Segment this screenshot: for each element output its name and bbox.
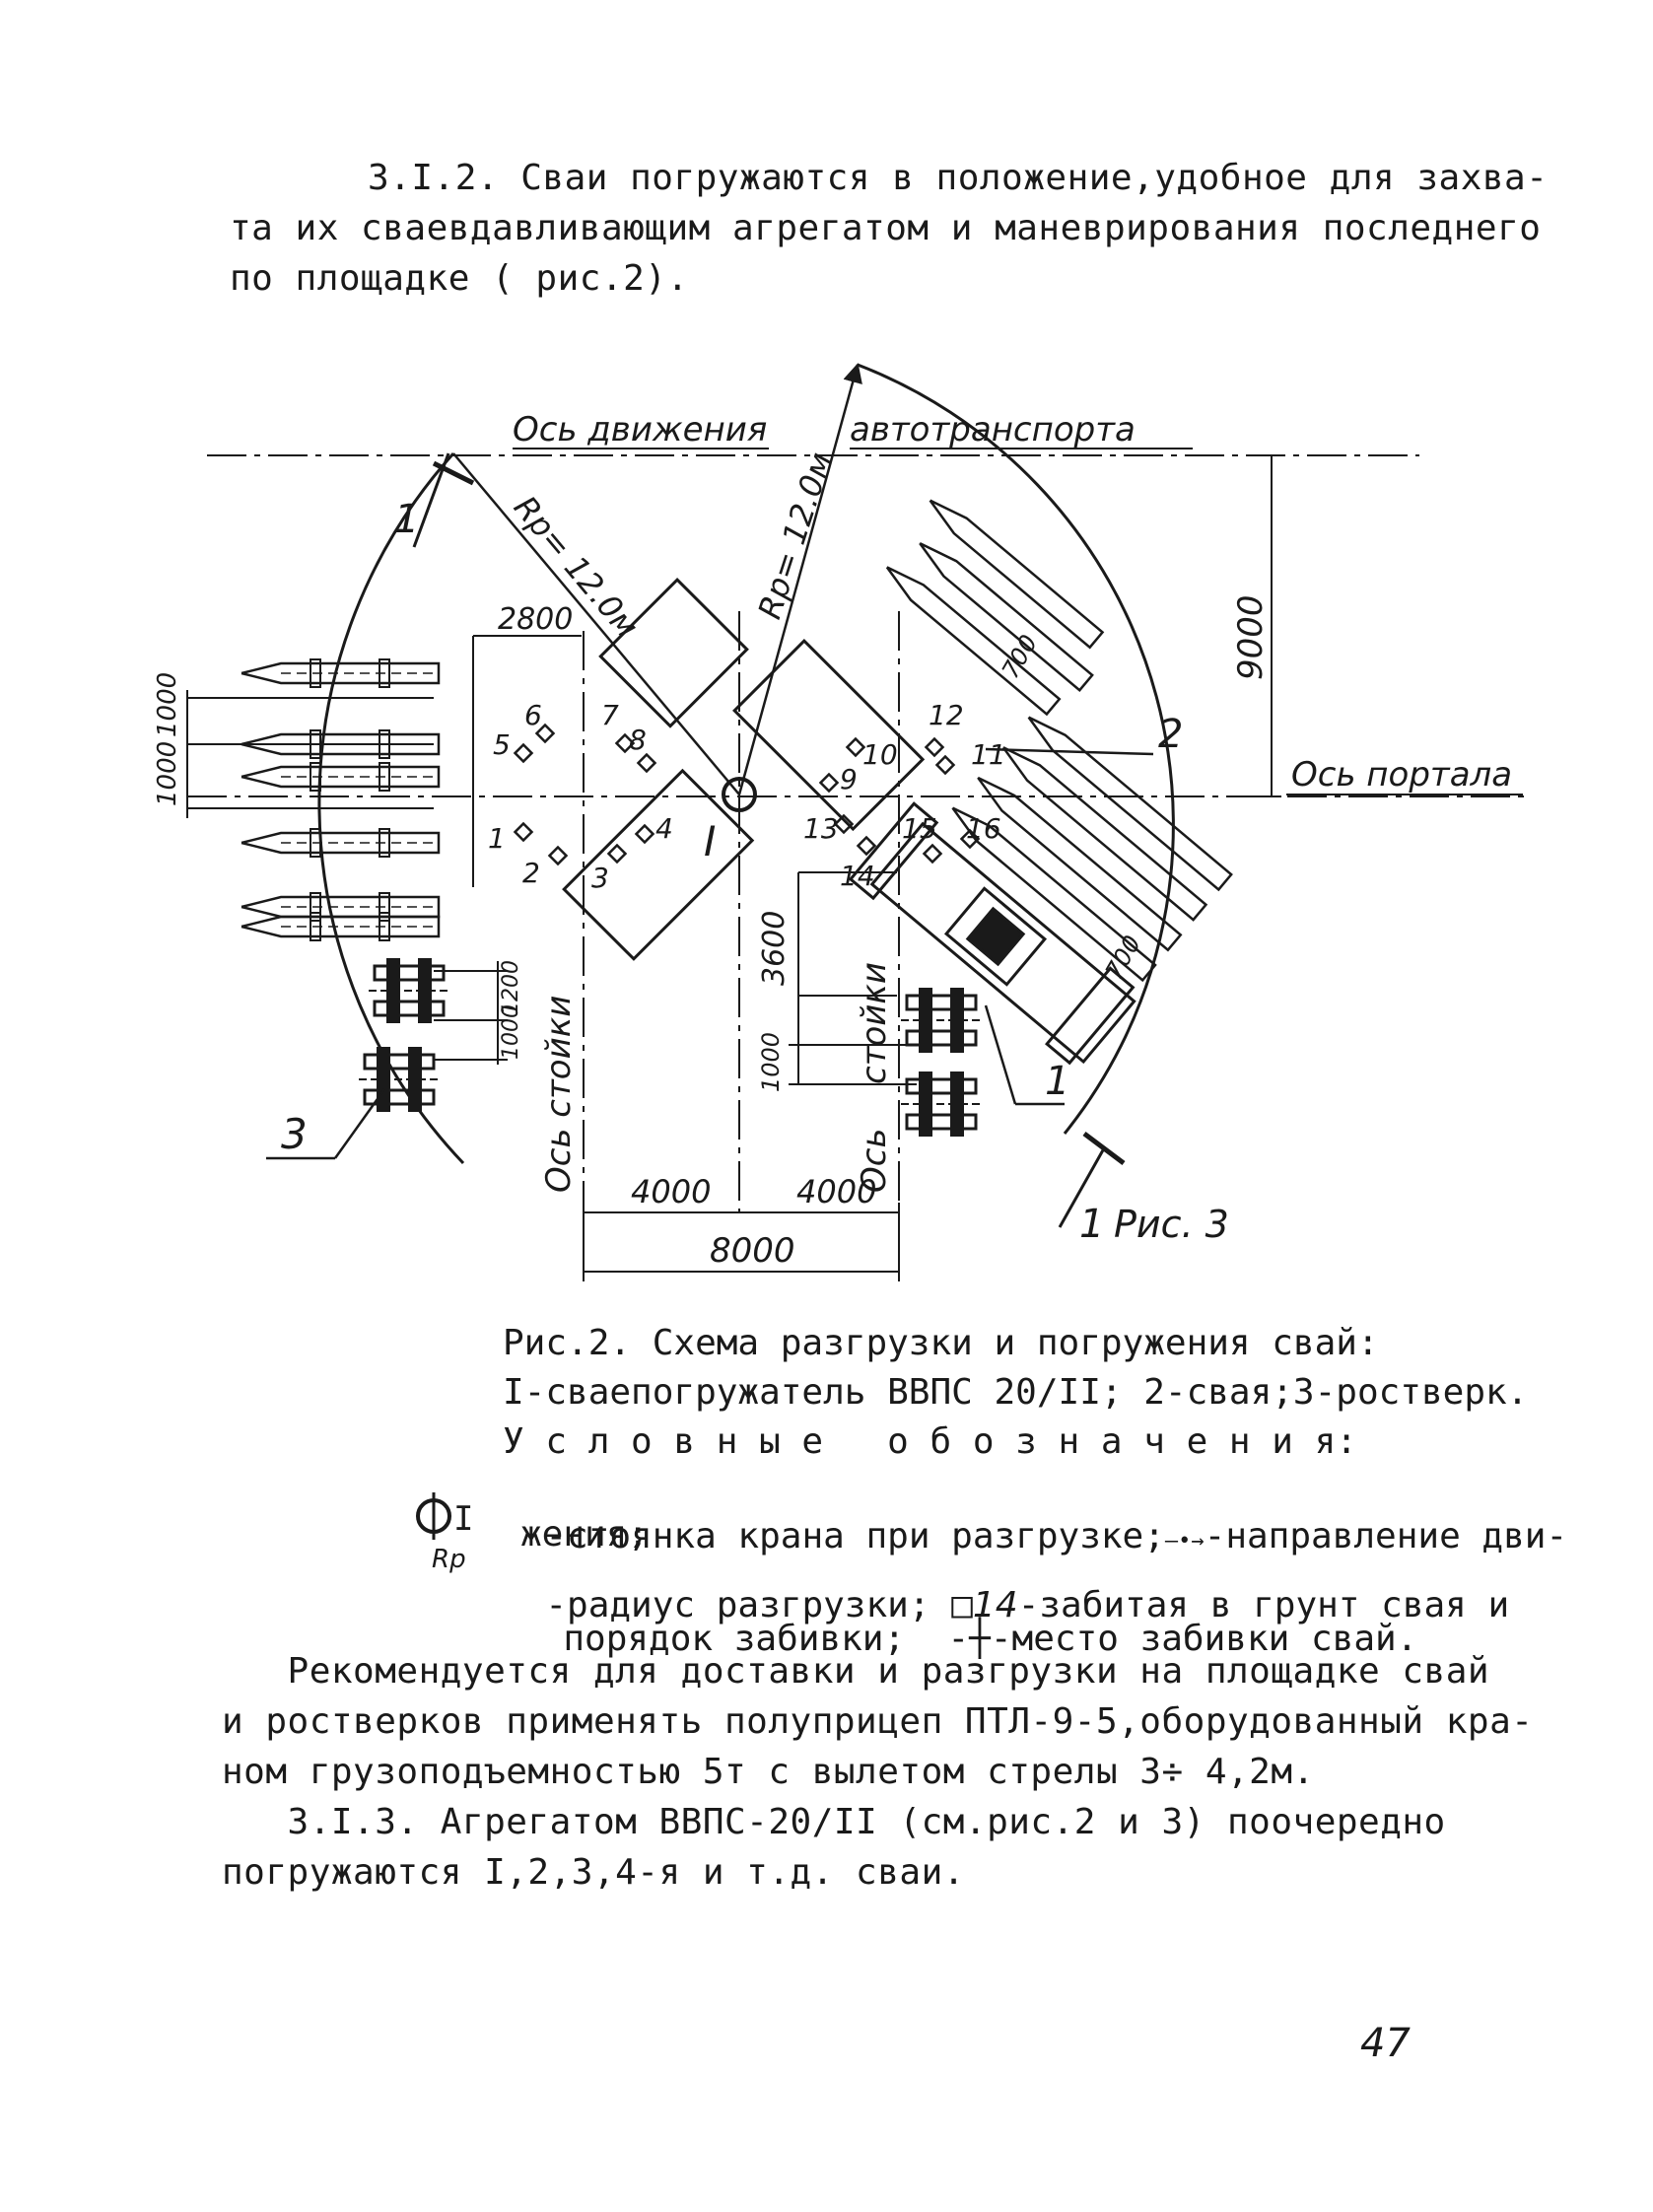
axis-post-right-label-2: стойки	[855, 962, 894, 1084]
legend-line-3: -радиус разгрузки; □14-забитая в грунт с…	[503, 1555, 1510, 1625]
dim-1000-a: 1000	[153, 672, 182, 737]
dim-1000-b: 1000	[153, 741, 182, 806]
pile-numbers: 1 2 3 4 5 6 7 8 9 10 11 12 13 14 15 16	[488, 699, 1006, 894]
dim-700-a: 700	[997, 630, 1043, 683]
legend-line-4: порядок забивки; -┼-место забивки свай.	[520, 1589, 1418, 1659]
unloading-radius-arc-right	[857, 363, 1175, 1135]
pile-number: 2	[522, 857, 540, 889]
pile-number: 1	[488, 822, 506, 855]
pile-number: 4	[655, 812, 673, 845]
pile-number: 8	[629, 724, 647, 756]
legend-driving-place-text: -место забивки свай.	[990, 1619, 1418, 1659]
pile-number: 7	[601, 699, 619, 731]
traffic-axis-label-left: Ось движения	[513, 410, 767, 449]
dim-8000: 8000	[710, 1231, 795, 1271]
dim-9000: 9000	[1231, 594, 1271, 680]
crane-stand-icon	[722, 777, 757, 812]
pile-number: 3	[591, 862, 609, 894]
legend-radius-text: -радиус разгрузки;	[545, 1585, 930, 1625]
intro-line-2: та их сваевдавливающим агрегатом и манев…	[230, 208, 1542, 248]
legend-crane-stand-text: -стоянка крана при разгрузке;	[545, 1516, 1165, 1556]
pile-markers	[513, 723, 981, 866]
pile-driving-place-icon: -┼	[947, 1619, 991, 1659]
section-top-label: 1	[394, 497, 419, 542]
radius-right-label: Rр= 12.0м	[750, 448, 839, 623]
legend-symbol-label: I	[453, 1499, 473, 1539]
body-line-3: ном грузоподъемностью 5т с вылетом стрел…	[222, 1752, 1315, 1792]
body-line-1: Рекомендуется для доставки и разгрузки н…	[222, 1651, 1490, 1692]
dim-1200: 1200	[499, 960, 523, 1015]
legend-pile-order-number: 14	[972, 1585, 1018, 1625]
portal-axis-label: Ось портала	[1291, 755, 1512, 795]
body-line-4: 3.I.3. Агрегатом ВВПС-20/II (см.рис.2 и …	[222, 1802, 1446, 1842]
legend-symbol-sub: Rр	[432, 1545, 466, 1574]
axis-post-left-label: Ось стойки	[539, 996, 579, 1193]
driven-pile-icon: □	[951, 1585, 973, 1625]
dim-2800: 2800	[498, 602, 573, 637]
pile-number: 5	[493, 728, 511, 761]
caption-line-2: I-сваепогружатель ВВПС 20/II; 2-свая;3-р…	[503, 1372, 1529, 1413]
pile-number: 9	[840, 763, 858, 795]
axis-post-right-label-1: Ось	[855, 1129, 894, 1194]
callout-2: 2	[1158, 712, 1183, 757]
legend-driven-pile-text: -забитая в грунт свая и	[1017, 1585, 1510, 1625]
legend-line-1: -стоянка крана при разгрузке;—•→-направл…	[503, 1486, 1567, 1558]
legend-crane-symbol-icon: I Rр	[416, 1492, 473, 1574]
fig-3-reference: Рис. 3	[1114, 1203, 1229, 1246]
callout-1: 1	[1045, 1059, 1069, 1104]
legend-order-text: порядок забивки;	[563, 1619, 906, 1659]
dim-1000-d: 1000	[757, 1032, 785, 1092]
section-bottom-label: 1	[1079, 1202, 1104, 1247]
intro-line-1: 3.I.2. Сваи погружаются в положение,удоб…	[368, 158, 1549, 198]
body-line-5: погружаются I,2,3,4-я и т.д. сваи.	[222, 1852, 965, 1893]
pile-number: 10	[862, 738, 898, 771]
pile-number: 14	[840, 860, 875, 892]
legend-line-2: жения;	[520, 1514, 650, 1555]
pile-number: 13	[803, 812, 839, 845]
center-mark: I	[704, 817, 716, 865]
pile-unloading-scheme: Ось движения автотранспорта Ось портала …	[153, 363, 1528, 1281]
legend-direction-text: -направление дви-	[1204, 1516, 1568, 1556]
body-line-2: и ростверков применять полуприцеп ПТЛ-9-…	[222, 1701, 1534, 1742]
direction-arrow-icon: —•→	[1164, 1529, 1205, 1554]
intro-line-3: по площадке ( рис.2).	[230, 258, 689, 299]
dim-4000-a: 4000	[631, 1173, 711, 1210]
dim-700-b: 700	[1100, 931, 1146, 984]
dim-3600: 3600	[757, 911, 792, 986]
pile-number: 11	[971, 738, 1006, 771]
dim-1000-c: 1000	[499, 1004, 523, 1060]
pile-number: 6	[524, 699, 542, 731]
dim-4000-b: 4000	[796, 1173, 876, 1210]
callout-3: 3	[281, 1110, 308, 1158]
caption-line-1: Рис.2. Схема разгрузки и погружения свай…	[503, 1323, 1379, 1363]
traffic-axis-label-right: автотранспорта	[850, 410, 1136, 449]
caption-line-3: У с л о в н ы е о б о з н а ч е н и я:	[503, 1421, 1357, 1462]
pile-number: 12	[929, 699, 964, 731]
page-number: 47	[1360, 2021, 1411, 2066]
